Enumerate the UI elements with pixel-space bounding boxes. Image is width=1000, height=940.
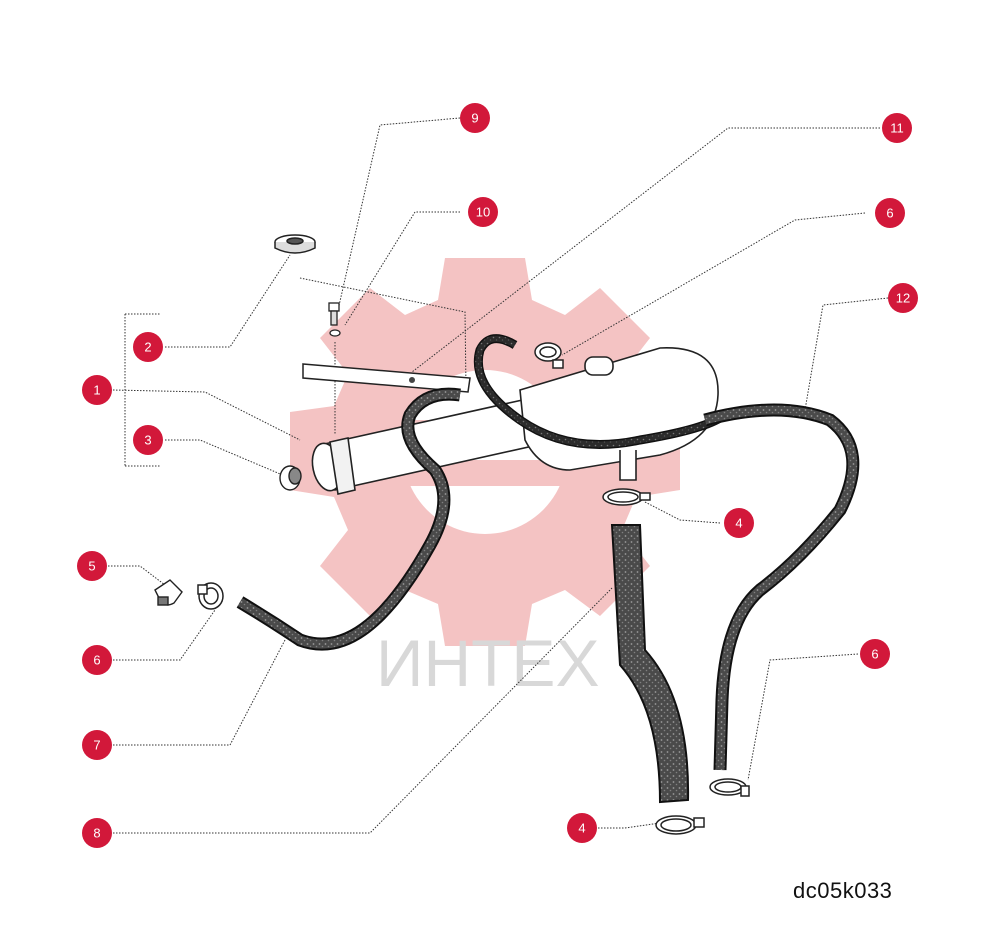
clamp-icon [655,815,705,835]
hose-left [236,387,461,651]
svg-text:5: 5 [88,559,95,574]
watermark-text: ИНТЕХ [376,626,599,700]
hose-upper [473,334,723,449]
callout-12: 12 [888,283,918,313]
svg-text:12: 12 [896,291,910,306]
callouts: 1 2 3 4 4 5 6 6 6 7 8 9 10 11 12 [77,103,918,848]
svg-text:3: 3 [144,433,151,448]
svg-text:11: 11 [890,121,904,136]
callout-5: 5 [77,551,107,581]
bolt-icon [328,302,341,337]
callout-7: 7 [82,730,112,760]
callout-3: 3 [133,425,163,455]
callout-4a: 4 [724,508,754,538]
clamp-icon [197,582,224,610]
svg-text:6: 6 [886,206,893,221]
svg-text:4: 4 [578,821,585,836]
clamp-icon [534,342,564,369]
svg-text:6: 6 [871,647,878,662]
drain-plug-icon [279,465,302,491]
expansion-tank [311,394,562,495]
svg-text:1: 1 [93,383,100,398]
callout-8: 8 [82,818,112,848]
callout-4b: 4 [567,813,597,843]
elbow-fitting-icon [154,579,183,606]
svg-text:8: 8 [93,826,100,841]
svg-text:6: 6 [93,653,100,668]
clamp-icon [709,778,750,797]
callout-6a: 6 [82,645,112,675]
svg-text:10: 10 [476,205,490,220]
leader-lines [108,117,889,834]
hose-thick [610,524,690,804]
callout-10: 10 [468,197,498,227]
mounting-strap [302,363,471,393]
callout-9: 9 [460,103,490,133]
svg-text:7: 7 [93,738,100,753]
filler-cap-icon [274,234,316,254]
svg-text:4: 4 [735,516,742,531]
svg-text:9: 9 [471,111,478,126]
callout-6c: 6 [860,639,890,669]
clamp-icon [602,488,651,506]
callout-2: 2 [133,332,163,362]
drawing-code: dc05k033 [793,878,893,903]
hose-right [703,403,860,771]
callout-6b: 6 [875,198,905,228]
callout-11: 11 [882,113,912,143]
svg-text:2: 2 [144,340,151,355]
callout-1: 1 [82,375,112,405]
watermark: ИНТЕХ [290,258,680,700]
